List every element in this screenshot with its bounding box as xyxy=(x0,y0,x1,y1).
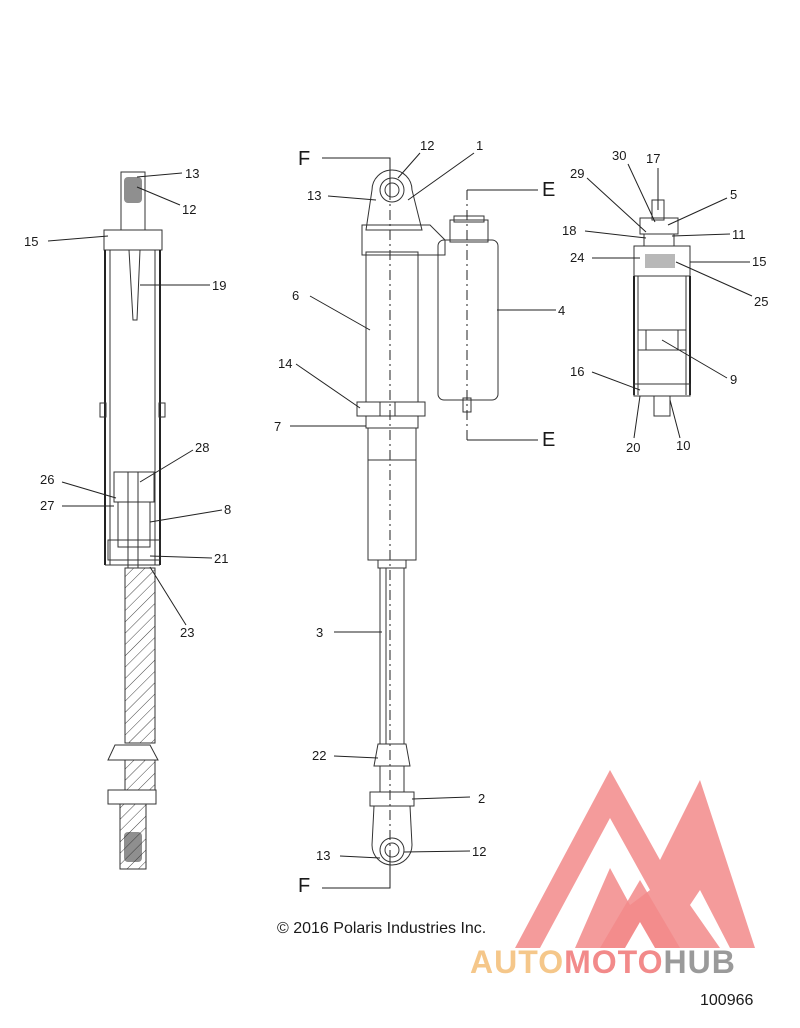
shock-cross-section xyxy=(99,171,166,870)
section-label-f-top: F xyxy=(298,148,310,170)
callout-21: 21 xyxy=(214,551,228,566)
callout-29: 29 xyxy=(570,166,584,181)
right-callouts: 30 17 29 5 18 11 24 15 25 16 9 20 10 xyxy=(562,148,768,455)
callout-2: 2 xyxy=(478,791,485,806)
reservoir-cross-section xyxy=(633,199,691,417)
callout-11: 11 xyxy=(732,227,746,242)
callout-4: 4 xyxy=(558,303,565,318)
callout-27: 27 xyxy=(40,498,54,513)
center-callouts: F E E F 12 1 13 6 4 14 7 3 22 2 13 12 xyxy=(274,138,565,897)
callout-6: 6 xyxy=(292,288,299,303)
callout-19: 19 xyxy=(212,278,226,293)
callout-10: 10 xyxy=(676,438,690,453)
callout-23: 23 xyxy=(180,625,194,640)
automotohub-logo xyxy=(515,770,755,948)
watermark-part-hub: HUB xyxy=(663,944,736,980)
watermark-text: AUTOMOTOHUB xyxy=(470,944,736,981)
callout-1: 1 xyxy=(476,138,483,153)
callout-3: 3 xyxy=(316,625,323,640)
callout-13: 13 xyxy=(316,848,330,863)
watermark-part-moto: MOTO xyxy=(564,944,664,980)
callout-12: 12 xyxy=(472,844,486,859)
callout-14: 14 xyxy=(278,356,292,371)
center-callout-leaders xyxy=(290,152,556,859)
callout-15: 15 xyxy=(24,234,38,249)
callout-8: 8 xyxy=(224,502,231,517)
callout-13: 13 xyxy=(307,188,321,203)
section-label-e-top: E xyxy=(542,179,555,201)
callout-26: 26 xyxy=(40,472,54,487)
callout-24: 24 xyxy=(570,250,584,265)
copyright-notice: © 2016 Polaris Industries Inc. xyxy=(277,920,487,937)
left-callout-leaders xyxy=(47,172,223,626)
callout-30: 30 xyxy=(612,148,626,163)
right-callout-leaders xyxy=(584,163,753,439)
callout-9: 9 xyxy=(730,372,737,387)
callout-28: 28 xyxy=(195,440,209,455)
section-label-f-bottom: F xyxy=(298,875,310,897)
callout-15: 15 xyxy=(752,254,766,269)
callout-22: 22 xyxy=(312,748,326,763)
callout-13: 13 xyxy=(185,166,199,181)
callout-7: 7 xyxy=(274,419,281,434)
callout-17: 17 xyxy=(646,151,660,166)
callout-20: 20 xyxy=(626,440,640,455)
section-label-e-bottom: E xyxy=(542,429,555,451)
callout-5: 5 xyxy=(730,187,737,202)
callout-25: 25 xyxy=(754,294,768,309)
callout-18: 18 xyxy=(562,223,576,238)
callout-16: 16 xyxy=(570,364,584,379)
document-number: 100966 xyxy=(700,992,754,1009)
callout-12: 12 xyxy=(420,138,434,153)
callout-12: 12 xyxy=(182,202,196,217)
watermark-part-auto: AUTO xyxy=(470,944,565,980)
left-callouts: 13 12 15 19 28 26 27 8 21 23 xyxy=(24,166,231,640)
shock-assembly xyxy=(322,157,538,889)
